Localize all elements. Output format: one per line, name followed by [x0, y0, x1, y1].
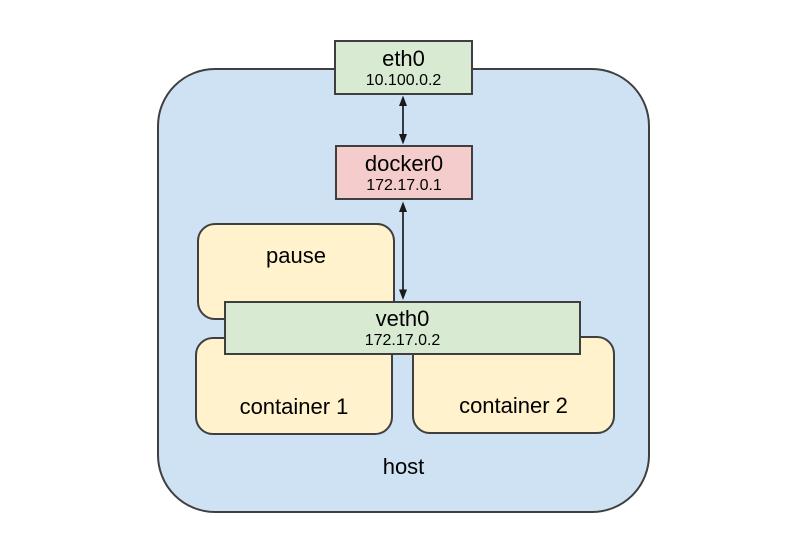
arrowhead-up-icon [399, 95, 407, 106]
node-veth0-label: veth0 [375, 306, 430, 331]
node-container-2-label: container 2 [459, 393, 568, 418]
arrow-eth0-docker0 [399, 95, 407, 145]
node-veth0-ip: 172.17.0.2 [364, 332, 441, 349]
node-eth0-label: eth0 [382, 45, 425, 71]
arrowhead-up-icon [399, 201, 407, 212]
arrow-docker0-veth0 [399, 201, 407, 300]
node-container-1-label: container 1 [239, 394, 349, 419]
node-eth0-ip: 10.100.0.2 [365, 71, 442, 89]
node-docker0-label: docker0 [364, 150, 444, 176]
node-pause-label: pause [266, 243, 326, 268]
node-eth0: eth0 10.100.0.2 [334, 40, 473, 95]
node-docker0-ip: 172.17.0.1 [366, 176, 442, 194]
node-docker0: docker0 172.17.0.1 [335, 145, 473, 200]
arrowhead-down-icon [399, 134, 407, 145]
node-veth0: veth0 172.17.0.2 [224, 301, 581, 355]
arrowhead-down-icon [399, 289, 407, 300]
host-label: host [382, 454, 425, 479]
